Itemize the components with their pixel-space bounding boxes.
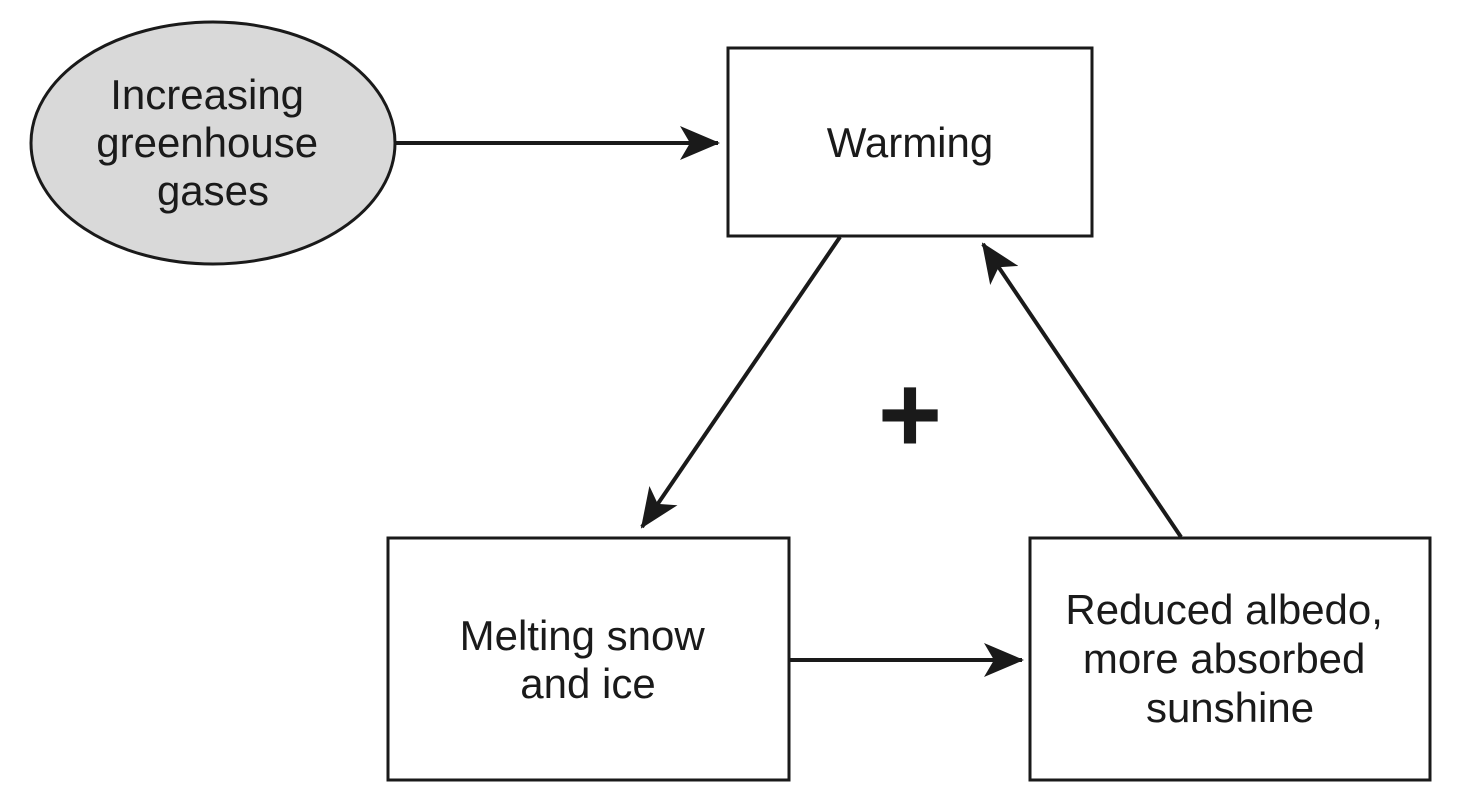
albedo-line-2: more absorbed xyxy=(1083,635,1366,682)
reduced-albedo-node: Reduced albedo, more absorbed sunshine xyxy=(1028,536,1432,782)
warming-line-1: Warming xyxy=(827,119,993,166)
melting-snow-ice-node: Melting snow and ice xyxy=(386,536,791,782)
greenhouse-gases-node: Increasing greenhouse gases xyxy=(29,20,397,266)
albedo-line-3: sunshine xyxy=(1146,684,1314,731)
melting-line-1: Melting snow xyxy=(460,612,706,659)
arrow-warming-to-melting xyxy=(640,235,842,529)
svg-text:Increasing greenhouse: Increasing greenhouse gases xyxy=(96,71,330,214)
svg-text:Reduced albedo, more abs: Reduced albedo, more absorbed sunshine xyxy=(1065,586,1394,731)
greenhouse-line-3: gases xyxy=(157,167,269,214)
warming-node: Warming xyxy=(726,46,1094,238)
melting-line-2: and ice xyxy=(520,660,655,707)
albedo-line-1: Reduced albedo, xyxy=(1065,586,1383,633)
greenhouse-line-1: Increasing xyxy=(110,71,304,118)
positive-loop-sign: + xyxy=(878,353,942,476)
arrow-albedo-to-warming xyxy=(981,242,1183,539)
svg-text:Melting snow and ice: Melting snow and ice xyxy=(460,612,717,707)
svg-text:Warming: Warming xyxy=(827,119,993,166)
greenhouse-line-2: greenhouse xyxy=(96,119,318,166)
